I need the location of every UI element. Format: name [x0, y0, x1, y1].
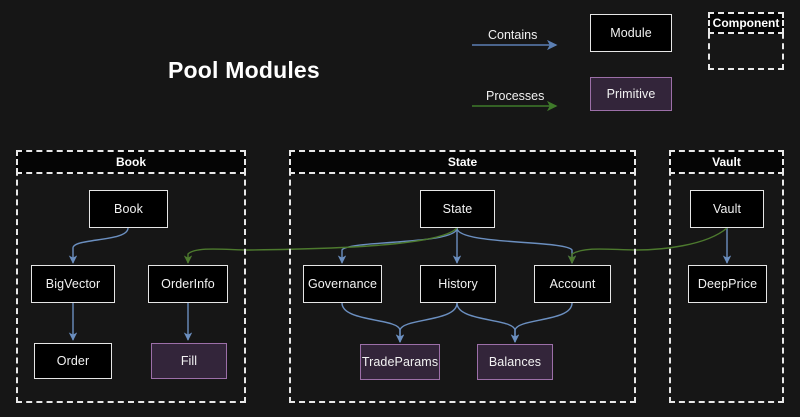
legend-primitive-box: Primitive: [590, 77, 672, 111]
legend-processes-label: Processes: [486, 89, 545, 103]
node-balances-label: Balances: [488, 355, 542, 369]
group-book: Book: [16, 150, 246, 403]
group-vault: Vault: [669, 150, 784, 403]
legend-module-box: Module: [590, 14, 672, 52]
group-state-label: State: [447, 155, 478, 169]
group-book-label: Book: [116, 155, 146, 169]
group-vault-header: Vault: [669, 150, 784, 174]
group-state-header: State: [289, 150, 636, 174]
group-book-header: Book: [16, 150, 246, 174]
node-fill-label: Fill: [180, 354, 198, 368]
node-fill[interactable]: Fill: [151, 343, 227, 379]
node-vault-label: Vault: [712, 202, 742, 216]
node-account[interactable]: Account: [534, 265, 611, 303]
node-book[interactable]: Book: [89, 190, 168, 228]
node-deepprice[interactable]: DeepPrice: [688, 265, 767, 303]
node-tradeparams-label: TradeParams: [361, 355, 439, 369]
node-vault[interactable]: Vault: [690, 190, 764, 228]
node-state-label: State: [442, 202, 473, 216]
node-orderinfo[interactable]: OrderInfo: [148, 265, 228, 303]
node-book-label: Book: [114, 202, 143, 216]
node-orderinfo-label: OrderInfo: [161, 277, 215, 291]
node-governance[interactable]: Governance: [303, 265, 382, 303]
legend-component-header: Component: [708, 12, 784, 34]
legend-contains-label: Contains: [488, 28, 538, 42]
page-title: Pool Modules: [168, 57, 320, 83]
legend-component-box: Component: [708, 12, 784, 70]
node-deepprice-label: DeepPrice: [697, 277, 758, 291]
legend-primitive-label: Primitive: [606, 87, 656, 101]
legend-component-label: Component: [712, 16, 780, 30]
node-order-label: Order: [56, 354, 90, 368]
node-bigvector-label: BigVector: [45, 277, 101, 291]
group-state: State: [289, 150, 636, 403]
node-tradeparams[interactable]: TradeParams: [360, 344, 440, 380]
node-state[interactable]: State: [420, 190, 495, 228]
node-history-label: History: [438, 277, 478, 291]
node-order[interactable]: Order: [34, 343, 112, 379]
node-governance-label: Governance: [307, 277, 378, 291]
node-bigvector[interactable]: BigVector: [31, 265, 115, 303]
group-vault-label: Vault: [712, 155, 741, 169]
node-history[interactable]: History: [420, 265, 496, 303]
node-balances[interactable]: Balances: [477, 344, 553, 380]
node-account-label: Account: [549, 277, 596, 291]
legend-module-label: Module: [610, 26, 652, 40]
